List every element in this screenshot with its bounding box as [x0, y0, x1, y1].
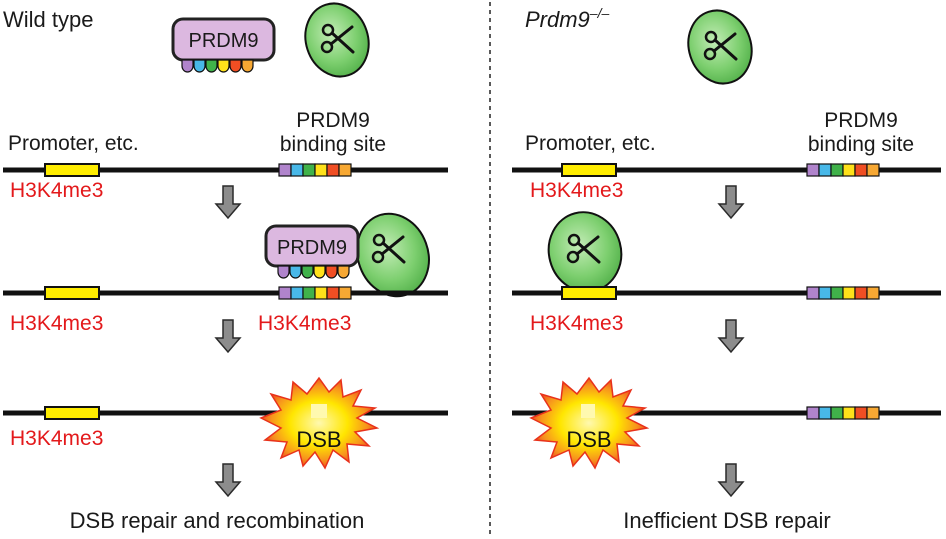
prdm9-label: PRDM9	[188, 30, 258, 52]
down-arrow-icon	[215, 319, 241, 353]
binding-site	[806, 406, 880, 420]
spo11-at-promoter	[547, 211, 623, 293]
dsb-label: DSB	[566, 427, 611, 452]
down-arrow-icon	[215, 185, 241, 219]
chromosome-row-3: DSB	[512, 377, 941, 469]
binding-site	[278, 286, 352, 300]
promoter-label: Promoter, etc.	[525, 132, 656, 155]
outcome-wild-type: DSB repair and recombination	[70, 508, 365, 533]
dsb-burst-icon	[530, 377, 648, 469]
prdm9-bound-complex: PRDM9	[264, 212, 430, 298]
binding-site	[806, 163, 880, 177]
chromosome-row-1	[3, 163, 448, 177]
h3k4me3-label: H3K4me3	[10, 427, 103, 450]
prdm9-label: PRDM9	[277, 237, 347, 259]
down-arrow-icon	[718, 185, 744, 219]
down-arrow-icon	[718, 319, 744, 353]
promoter-box	[44, 163, 100, 177]
binding-site	[806, 286, 880, 300]
h3k4me3-label: H3K4me3	[10, 312, 103, 335]
h3k4me3-label: H3K4me3	[530, 312, 623, 335]
dsb-label: DSB	[296, 427, 341, 452]
chromosome-row-3: DSB	[3, 377, 448, 469]
spo11-enzyme-free	[304, 2, 370, 78]
knockout-title: Prdm9–/–	[525, 5, 609, 32]
zinc-fingers	[277, 265, 350, 279]
binding-site-label-2: binding site	[808, 133, 914, 156]
promoter-box	[44, 286, 100, 300]
spo11-enzyme-free	[687, 9, 753, 85]
binding-site-label-2: binding site	[280, 133, 386, 156]
zinc-fingers	[181, 59, 254, 73]
prdm9-protein-free: PRDM9	[171, 17, 276, 73]
promoter-box	[44, 406, 100, 420]
binding-site	[278, 163, 352, 177]
promoter-box	[561, 163, 617, 177]
binding-site-label-1: PRDM9	[824, 109, 898, 132]
chromosome-row-2	[512, 286, 941, 300]
h3k4me3-label-binding-site: H3K4me3	[258, 312, 351, 335]
outcome-knockout: Inefficient DSB repair	[623, 508, 830, 533]
promoter-box	[561, 286, 617, 300]
dsb-burst-icon	[260, 377, 378, 469]
wild-type-title: Wild type	[3, 7, 93, 32]
down-arrow-icon	[718, 463, 744, 497]
down-arrow-icon	[215, 463, 241, 497]
h3k4me3-label: H3K4me3	[530, 179, 623, 202]
binding-site-label-1: PRDM9	[296, 109, 370, 132]
chromosome-row-2	[3, 286, 448, 300]
promoter-label: Promoter, etc.	[8, 132, 139, 155]
h3k4me3-label: H3K4me3	[10, 179, 103, 202]
chromosome-row-1	[512, 163, 941, 177]
